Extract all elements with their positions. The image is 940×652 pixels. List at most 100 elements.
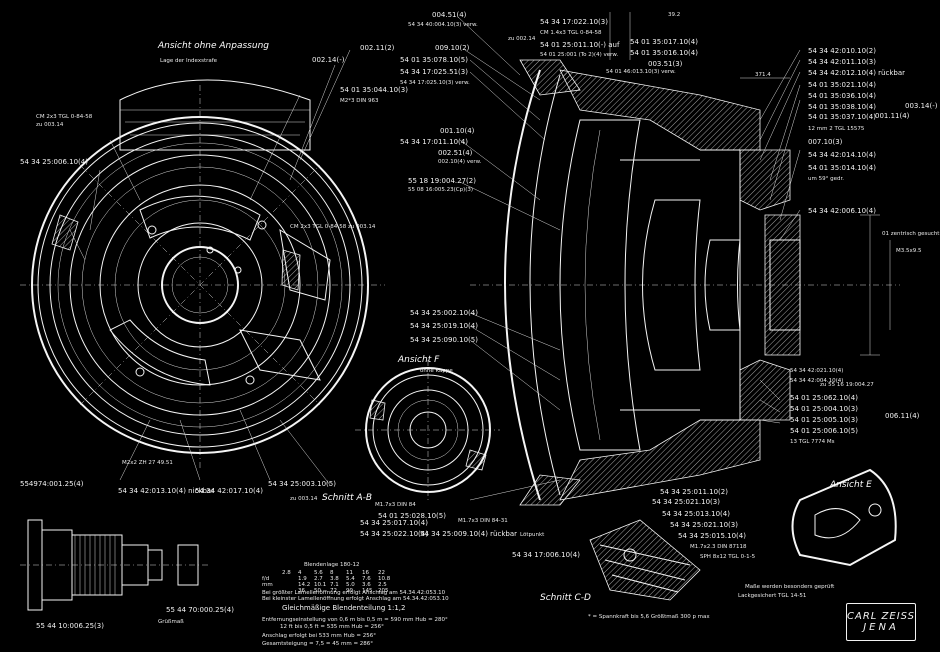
leader-lines bbox=[69, 16, 801, 501]
labels-top-item: 371.4 bbox=[755, 72, 771, 78]
front-view-drawing bbox=[20, 79, 385, 470]
labels-left-item: 54 01 35:044.10(3) bbox=[340, 86, 408, 94]
labels-right-item: 54 34 42:010.10(2) bbox=[808, 47, 876, 55]
logo-line-1: CARL ZEISS bbox=[847, 611, 915, 622]
section-title-ab: Schnitt A-B bbox=[322, 493, 372, 503]
labels-right-item: 54 34 42:021.10(4) bbox=[790, 368, 843, 374]
labels-center-item: 54 34 25:017.10(4) bbox=[360, 519, 428, 527]
labels-top-item: 54 01 35:017.10(4) bbox=[630, 38, 698, 46]
labels-bottom-item: Anschlag erfolgt bei 533 mm Hub = 256° bbox=[262, 633, 376, 639]
labels-left-item: 54 34 42:013.10(4) nickbar bbox=[118, 487, 214, 495]
labels-left-item: 554974:001.25(4) bbox=[20, 480, 84, 488]
labels-bottom-item: SPH 8x12 TGL 0-1-5 bbox=[700, 554, 756, 560]
aperture-cell: 2.5 bbox=[378, 582, 387, 588]
labels-right-item: 007.10(3) bbox=[808, 138, 843, 146]
labels-center-item: 55 18 19:004.27(2) bbox=[408, 177, 476, 185]
labels-bottom-item: Blendenlage 180-12 bbox=[304, 562, 360, 568]
labels-right-item: 54 01 35:037.10(4) bbox=[808, 113, 876, 121]
view-f-drawing bbox=[355, 360, 500, 500]
labels-top-item: 54 01 46:013.10(3) verw. bbox=[606, 69, 676, 75]
labels-left-item: 54 34 25:003.10(5) bbox=[268, 480, 336, 488]
labels-top: 54 34 17:022.10(3)CM 1.4x3 TGL 0-84-5854… bbox=[508, 12, 771, 78]
aperture-cell: 205 bbox=[378, 588, 389, 594]
labels-center-item: 54 34 25:090.10(5) bbox=[410, 336, 478, 344]
aperture-cell: mm bbox=[262, 582, 273, 588]
labels-center-item: 002.51(4) bbox=[438, 149, 473, 157]
labels-center-item: 54 34 25:002.10(4) bbox=[410, 309, 478, 317]
labels-right-item: 13 TGL 7774 Ms bbox=[790, 439, 835, 445]
labels-center-item: 54 34 17:025.51(3) bbox=[400, 68, 468, 76]
labels-bottom-item: 54 34 25:015.10(4) bbox=[678, 532, 746, 540]
aperture-cell: 2.7 bbox=[314, 576, 323, 582]
labels-bottom: 54 34 25:011.10(2)54 34 25:021.10(3)54 3… bbox=[36, 488, 835, 647]
labels-right-item: 54 34 42:004.10(4) bbox=[790, 378, 843, 384]
labels-center-item: 54 01 25:028.10(5) bbox=[378, 512, 446, 520]
view-subtitle-main: Lage der Indexstrafe bbox=[160, 58, 218, 64]
labels-center-item: 54 34 40:004.10(3) verw. bbox=[408, 22, 478, 28]
labels-right: 54 34 42:010.10(2) 54 34 42:011.10(3) 54 3… bbox=[790, 47, 940, 445]
labels-center-item: 54 34 25:022.10(4) bbox=[360, 530, 428, 538]
labels-right-item: 54 01 25:004.10(3) bbox=[790, 405, 858, 413]
labels-right-item: 54 01 25:005.10(3) bbox=[790, 416, 858, 424]
aperture-header-cell: 8 bbox=[330, 570, 334, 576]
labels-center-item: 54 01 35:078.10(5) bbox=[400, 56, 468, 64]
labels-bottom-item: Entfernungseinstellung von 0,6 m bis 0,5… bbox=[262, 617, 448, 623]
labels-center-item: 004.51(4) bbox=[432, 11, 467, 19]
aperture-cell: 36 bbox=[298, 588, 305, 594]
labels-bottom-item: * = Spannkraft bis 5,6 Größtmaß 300 p ma… bbox=[588, 614, 710, 620]
labels-top-item: 54 01 25:001 (To 2)(4) verw. bbox=[540, 52, 618, 58]
labels-bottom-item: 55 44 70:000.25(4) bbox=[166, 606, 234, 614]
labels-right-item: 003.14(-) bbox=[905, 102, 938, 110]
labels-bottom-item: Grüßmaß bbox=[158, 619, 184, 625]
aperture-cell: 145 bbox=[362, 588, 373, 594]
labels-left-item: zu 003.14 bbox=[290, 496, 318, 502]
view-title-main: Ansicht ohne Anpassung bbox=[157, 41, 269, 51]
labels-left-item: M2*3 DIN 963 bbox=[340, 98, 379, 104]
labels-center-item: 54 34 25:009.10(4) rückbar bbox=[420, 530, 517, 538]
labels-center-item: 54 34 17:011.10(4) bbox=[400, 138, 468, 146]
labels-right-item: 54 01 35:038.10(4) bbox=[808, 103, 876, 111]
labels-center-item: 009.10(2) bbox=[435, 44, 470, 52]
labels-top-item: 54 01 25:011.10(-) auf bbox=[540, 41, 620, 49]
labels-right-item: 54 01 35:036.10(4) bbox=[808, 92, 876, 100]
labels-left-item: 002.11(2) bbox=[360, 44, 395, 52]
labels-left-item: CM 2x3 TGL 0-84-58 zu 003.14 bbox=[290, 224, 376, 230]
labels-bottom-item: Bei größter Lamellenöffnung erfolgt Ansc… bbox=[262, 590, 446, 596]
aperture-cell: 7.1 bbox=[330, 582, 339, 588]
labels-left: 002.11(2) 002.14(-) 54 01 35:044.10(3) M2*3… bbox=[20, 44, 408, 502]
labels-top-item: 003.51(3) bbox=[648, 60, 683, 68]
labels-bottom-item: Lackgesichert TGL 14-51 bbox=[738, 593, 806, 599]
aperture-header-cell: 2.8 bbox=[282, 570, 291, 576]
labels-right-item: 01 zentrisch gesucht bbox=[882, 231, 940, 237]
labels-center-item: Lötpunkt bbox=[520, 532, 545, 538]
aperture-header-cell: 22 bbox=[378, 570, 385, 576]
aperture-cell: 3.8 bbox=[330, 576, 339, 582]
aperture-cell: f/d bbox=[262, 576, 269, 582]
aperture-cell: 72 bbox=[330, 588, 337, 594]
labels-center-item: 002.10(4) verw. bbox=[438, 159, 482, 165]
labels-right-item: 54 01 25:062.10(4) bbox=[790, 394, 858, 402]
aperture-cell: 1.9 bbox=[298, 576, 307, 582]
lens-section-drawing bbox=[470, 12, 900, 506]
labels-bottom-item: Maße werden besonders geprüft bbox=[745, 584, 835, 590]
labels-center-item: 54 34 17:006.10(4) bbox=[512, 551, 580, 559]
labels-bottom-item: 12 ft bis 0,5 ft = 535 mm Hub = 256° bbox=[280, 624, 384, 630]
aperture-cell: 14.2 bbox=[298, 582, 310, 588]
labels-bottom-item: 54 34 25:021.10(3) bbox=[670, 521, 738, 529]
labels-bottom-item: Bei kleinster Lamellenöffnung erfolgt An… bbox=[262, 596, 449, 602]
labels-right-item: 54 34 42:011.10(3) bbox=[808, 58, 876, 66]
section-title-cd: Schnitt C-D bbox=[540, 593, 591, 603]
labels-left-item: zu 003.14 bbox=[36, 122, 64, 128]
aperture-cell: 7.6 bbox=[362, 576, 371, 582]
labels-right-item: 006.11(4) bbox=[885, 412, 920, 420]
labels-bottom-item: 54 34 25:021.10(3) bbox=[652, 498, 720, 506]
labels-left-item: CM 2x3 TGL 0-84-58 bbox=[36, 114, 93, 120]
aperture-cell: 99 bbox=[346, 588, 353, 594]
labels-center-item: 001.10(4) bbox=[440, 127, 475, 135]
labels-bottom-item: Gleichmäßige Blendenteilung 1:1,2 bbox=[282, 604, 405, 612]
labels-left-item: 002.14(-) bbox=[312, 56, 345, 64]
labels-left-item: 54 34 25:006.10(4) bbox=[20, 158, 88, 166]
labels-center-item: 55 08 16:005.23(Cp)(3) bbox=[408, 187, 473, 193]
